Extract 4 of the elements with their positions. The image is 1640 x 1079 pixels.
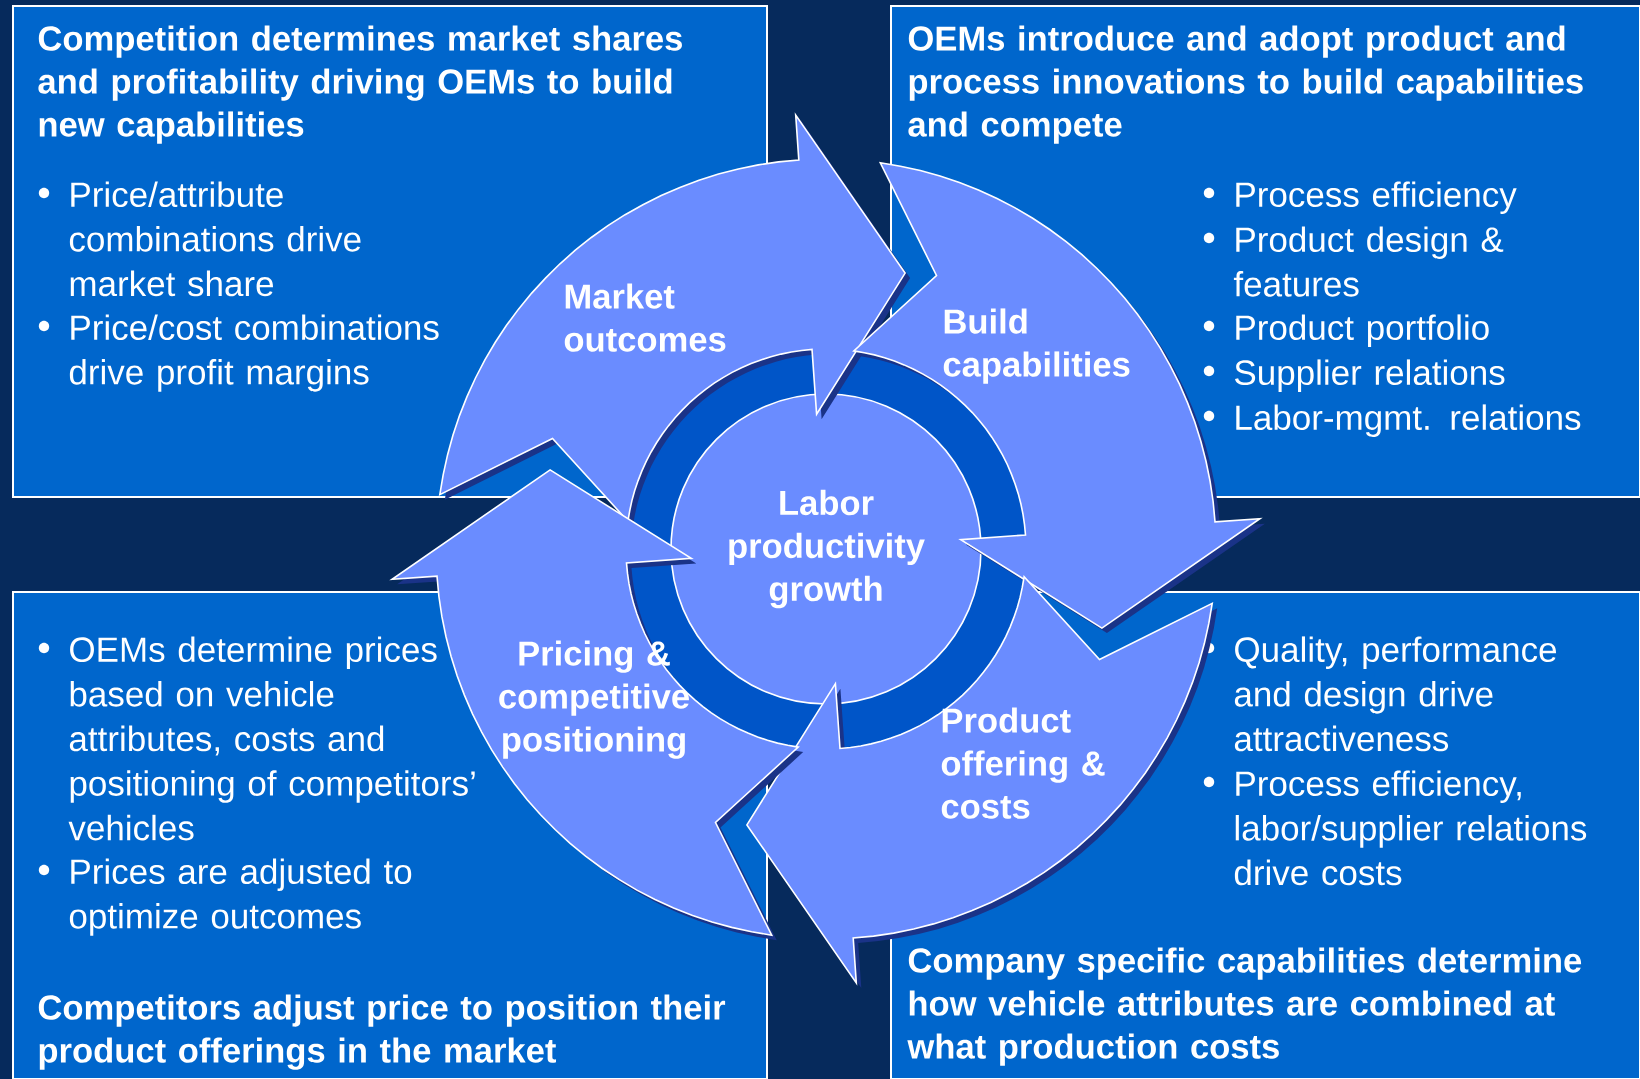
heading: Competitors adjust price to position their product offerings in the market (38, 994, 726, 1070)
bullet-item: Price/attribute combinations drive market share (38, 181, 361, 297)
heading: OEMs introduce and adopt product and process innovations to build capabilities and compete (908, 25, 1583, 144)
bullet-item: Price/cost combinations drive profit margins (38, 314, 439, 392)
